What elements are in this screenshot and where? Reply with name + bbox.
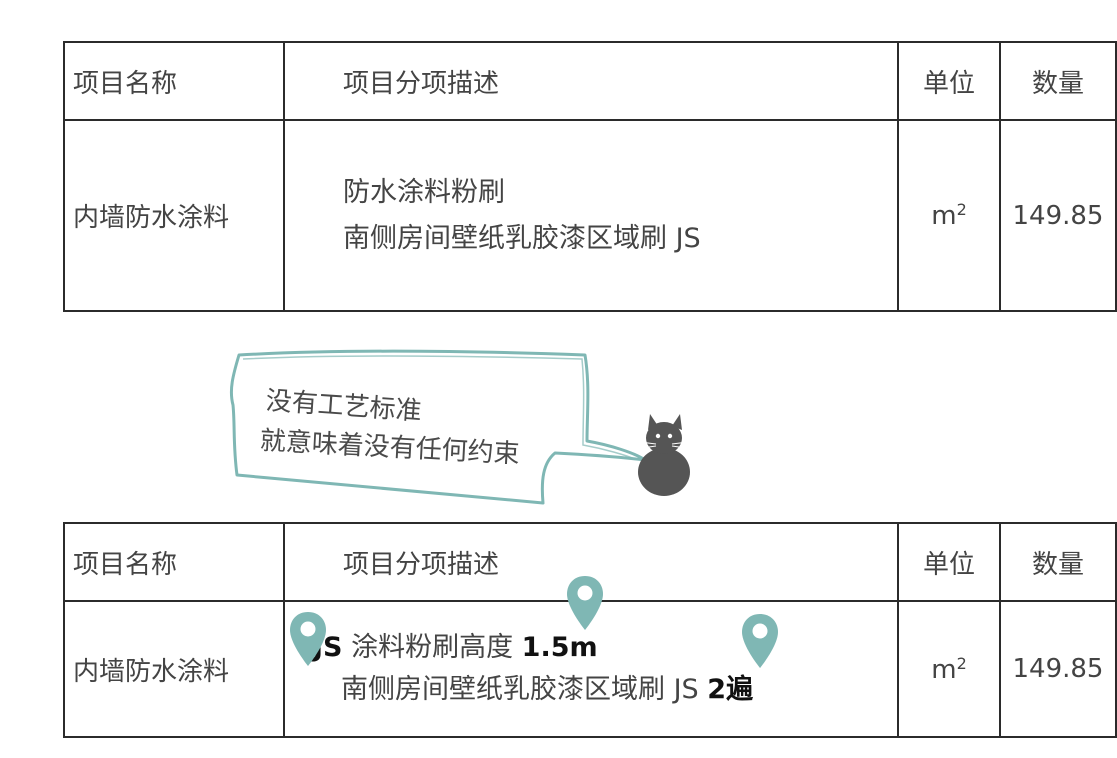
- header-quantity: 数量: [999, 522, 1117, 602]
- coat-count: 2遍: [707, 674, 754, 705]
- table-row: 内墙防水涂料 防水涂料粉刷 南侧房间壁纸乳胶漆区域刷 JS m2 149.85: [63, 119, 1117, 312]
- desc-line-1: JS 涂料粉刷高度 1.5m: [313, 627, 897, 669]
- item-desc: 防水涂料粉刷 南侧房间壁纸乳胶漆区域刷 JS: [283, 119, 899, 312]
- unit-sup: 2: [956, 200, 967, 219]
- location-pin-icon: [290, 612, 326, 666]
- header-unit: 单位: [897, 41, 1001, 121]
- item-quantity: 149.85: [999, 600, 1117, 738]
- table-header-row: 项目名称 项目分项描述 单位 数量: [63, 41, 1117, 121]
- header-item-desc: 项目分项描述: [283, 41, 899, 121]
- item-desc: JS 涂料粉刷高度 1.5m 南侧房间壁纸乳胶漆区域刷 JS 2遍: [283, 600, 899, 738]
- spec-table-revised: 项目名称 项目分项描述 单位 数量 内墙防水涂料 JS 涂料粉刷高度 1.5m …: [63, 522, 1117, 738]
- item-name: 内墙防水涂料: [63, 600, 285, 738]
- header-quantity: 数量: [999, 41, 1117, 121]
- location-pin-icon: [567, 576, 603, 630]
- desc-line-2: 南侧房间壁纸乳胶漆区域刷 JS 2遍: [341, 669, 897, 711]
- item-unit: m2: [897, 600, 1001, 738]
- speech-bubble: [229, 349, 647, 505]
- item-name: 内墙防水涂料: [63, 119, 285, 312]
- header-item-name: 项目名称: [63, 41, 285, 121]
- paint-height: 1.5m: [521, 632, 598, 663]
- location-pin-icon: [742, 614, 778, 668]
- header-unit: 单位: [897, 522, 1001, 602]
- table-header-row: 项目名称 项目分项描述 单位 数量: [63, 522, 1117, 602]
- item-quantity: 149.85: [999, 119, 1117, 312]
- unit-base: m: [931, 654, 957, 685]
- desc-line-2: 南侧房间壁纸乳胶漆区域刷 JS: [343, 222, 701, 254]
- desc-line-2-text: 南侧房间壁纸乳胶漆区域刷 JS: [341, 674, 708, 705]
- unit-sup: 2: [956, 653, 967, 673]
- desc-line-1: 防水涂料粉刷: [343, 176, 505, 208]
- unit-base: m: [931, 201, 957, 231]
- cat-icon: [638, 414, 690, 496]
- table-row: 内墙防水涂料 JS 涂料粉刷高度 1.5m 南侧房间壁纸乳胶漆区域刷 JS 2遍…: [63, 600, 1117, 738]
- item-unit: m2: [897, 119, 1001, 312]
- header-item-name: 项目名称: [63, 522, 285, 602]
- desc-line-1-text: 涂料粉刷高度: [342, 632, 522, 663]
- spec-table-original: 项目名称 项目分项描述 单位 数量 内墙防水涂料 防水涂料粉刷 南侧房间壁纸乳胶…: [63, 41, 1117, 312]
